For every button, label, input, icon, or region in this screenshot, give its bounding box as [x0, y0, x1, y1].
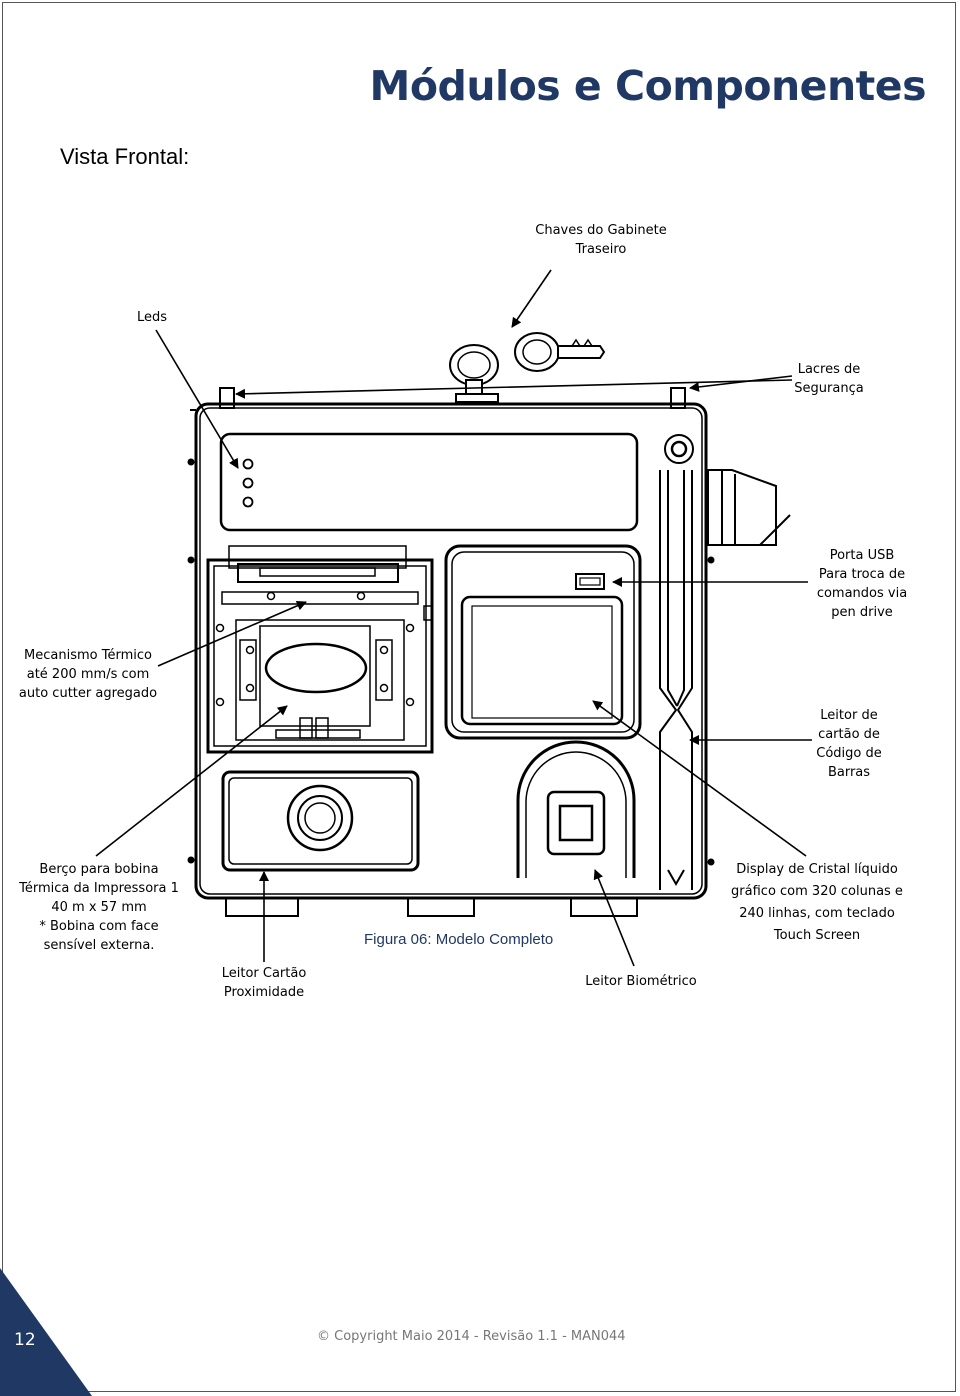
figure-caption: Figura 06: Modelo Completo: [364, 931, 554, 948]
label-paper-cradle: Berço para bobina Térmica da Impressora …: [19, 862, 179, 953]
lcd-display-module: [444, 544, 642, 740]
label-security-seals: Lacres de Segurança: [794, 362, 864, 396]
cabinet-keys: [449, 332, 606, 403]
thermal-printer-module: [206, 545, 434, 754]
page-title: Módulos e Componentes: [369, 62, 927, 110]
label-proximity-reader: Leitor Cartão Proximidade: [221, 966, 307, 1000]
label-lcd-display: Display de Cristal líquido gráfico com 3…: [731, 862, 903, 943]
callout-lines: [95, 269, 812, 967]
barcode-reader-slot: [659, 434, 694, 890]
label-thermal-mechanism: Mecanismo Térmico até 200 mm/s com auto …: [18, 648, 158, 701]
section-subtitle: Vista Frontal:: [60, 144, 190, 169]
label-barcode-reader: Leitor de cartão de Código de Barras: [816, 708, 882, 780]
led-panel: [219, 432, 639, 532]
label-usb-port: Porta USB Para troca de comandos via pen…: [816, 548, 908, 620]
device-housing: [187, 402, 715, 917]
side-bracket: [707, 469, 791, 546]
label-leds: Leds: [136, 310, 168, 325]
label-biometric-reader: Leitor Biométrico: [585, 974, 697, 989]
biometric-reader-module: [516, 740, 636, 878]
proximity-reader-module: [221, 770, 420, 872]
page-number: 12: [14, 1330, 36, 1350]
footer-corner-triangle: [0, 1268, 92, 1396]
copyright-notice: © Copyright Maio 2014 - Revisão 1.1 - MA…: [317, 1329, 626, 1344]
label-cabinet-keys: Chaves do Gabinete Traseiro: [535, 223, 667, 257]
